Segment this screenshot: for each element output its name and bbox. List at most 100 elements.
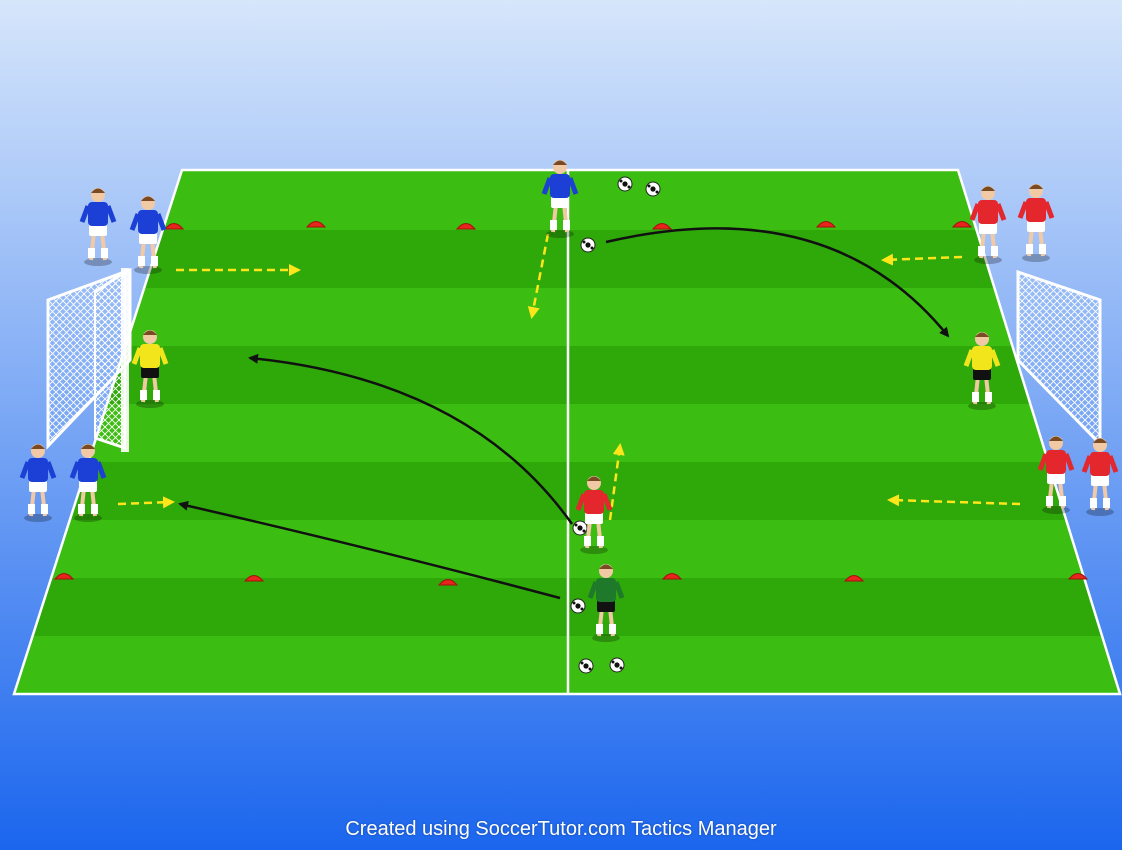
player-hair <box>587 476 601 481</box>
yellow-goalkeeper <box>963 332 1001 410</box>
player-shadow <box>580 546 608 554</box>
player-shirt <box>972 346 992 370</box>
player-arm <box>157 347 169 365</box>
player-hair <box>141 196 155 201</box>
player-shirt <box>584 490 604 514</box>
player-shadow <box>592 634 620 642</box>
ball-patch <box>647 184 651 188</box>
player-sock <box>1103 498 1110 508</box>
player-sock <box>1026 244 1033 254</box>
player-shadow <box>136 400 164 408</box>
player-shorts <box>597 600 615 612</box>
player-shirt <box>978 200 998 224</box>
player-sock <box>584 536 591 546</box>
cone-marker <box>815 221 837 228</box>
player-sock <box>1090 498 1097 508</box>
player-sock <box>596 624 603 634</box>
run-arrow <box>527 233 550 319</box>
ball-patch <box>590 246 594 250</box>
blue-waiting-player <box>129 196 167 274</box>
player-sock <box>78 504 85 514</box>
red-waiting-player <box>1037 436 1075 514</box>
blue-waiting-player <box>79 188 117 266</box>
player-sock <box>609 624 616 634</box>
player-hair <box>81 444 95 449</box>
player-sock <box>972 392 979 402</box>
red-attacker <box>575 476 613 554</box>
cone-marker <box>163 223 185 230</box>
blue-server <box>541 160 579 238</box>
player-arm <box>575 493 587 511</box>
cone-marker <box>53 573 75 580</box>
ball <box>578 658 594 674</box>
player-sock <box>138 256 145 266</box>
pitch-stripe <box>162 170 977 230</box>
player-arm <box>105 205 117 223</box>
ball-patch <box>575 603 581 609</box>
player-shorts <box>141 366 159 378</box>
player-arm <box>129 213 141 231</box>
player-hair <box>1093 438 1107 443</box>
run-arrow <box>887 494 1021 507</box>
players <box>19 160 1119 642</box>
player-shorts <box>89 224 107 236</box>
player-arm <box>1063 453 1075 471</box>
pitch-boundary <box>12 168 1122 696</box>
red-waiting-player <box>1017 184 1055 262</box>
cones <box>53 221 1089 586</box>
player-sock <box>1039 244 1046 254</box>
player-shadow <box>74 514 102 522</box>
player-arm <box>969 203 981 221</box>
player-arm <box>1107 455 1119 473</box>
ball <box>572 520 588 536</box>
player-shorts <box>139 232 157 244</box>
ball-patch <box>619 179 623 183</box>
player-arm <box>45 461 57 479</box>
player-sock <box>88 248 95 258</box>
yellow-goalkeeper <box>131 330 169 408</box>
ball-patch <box>588 667 592 671</box>
player-sock <box>151 256 158 266</box>
player-arm <box>1037 453 1049 471</box>
player-arm <box>19 461 31 479</box>
ball-patch <box>580 607 584 611</box>
ball-patch <box>582 240 586 244</box>
player-shadow <box>1042 506 1070 514</box>
ball-patch <box>572 601 576 605</box>
cone-marker <box>661 573 683 580</box>
ball-patch <box>585 242 591 248</box>
ball-patch <box>580 661 584 665</box>
pitch <box>12 168 1122 696</box>
run-arrow <box>881 253 963 266</box>
pass-arrow <box>178 500 561 600</box>
ball <box>570 598 586 614</box>
player-sock <box>140 390 147 400</box>
player-shirt <box>1026 198 1046 222</box>
player-shadow <box>1086 508 1114 516</box>
player-hair <box>553 160 567 165</box>
player-sock <box>597 536 604 546</box>
player-hair <box>91 188 105 193</box>
player-arm <box>131 347 143 365</box>
player-arm <box>601 493 613 511</box>
left-goal-net <box>46 267 132 450</box>
player-shirt <box>596 578 616 602</box>
cone-marker <box>437 579 459 586</box>
cone-marker <box>1067 573 1089 580</box>
player-arm <box>541 177 553 195</box>
player-shorts <box>1047 472 1065 484</box>
ball <box>580 237 596 253</box>
player-shadow <box>84 258 112 266</box>
player-shorts <box>585 512 603 524</box>
ball-patch <box>577 525 583 531</box>
ball-patch <box>582 529 586 533</box>
cone-marker <box>843 575 865 582</box>
player-shorts <box>79 480 97 492</box>
player-shirt <box>1090 452 1110 476</box>
player-arm <box>567 177 579 195</box>
red-waiting-player <box>1081 438 1119 516</box>
ball-patch <box>611 660 615 664</box>
player-sock <box>91 504 98 514</box>
ball-patch <box>655 190 659 194</box>
pass-arrow <box>248 353 574 525</box>
